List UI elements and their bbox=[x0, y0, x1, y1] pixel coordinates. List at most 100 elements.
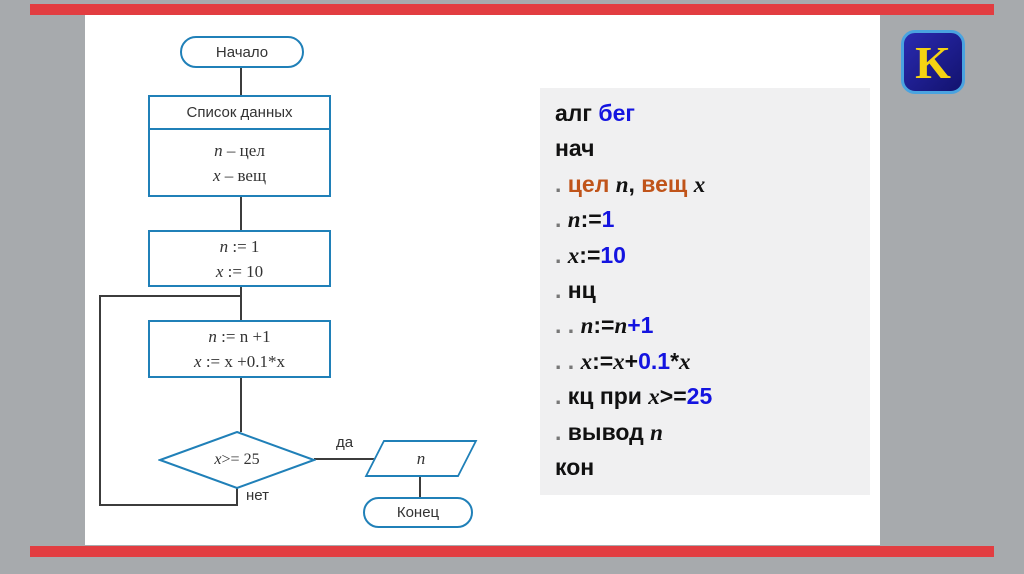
code-line: . n:=1 bbox=[555, 202, 870, 237]
assignment-line: n := 1 bbox=[220, 234, 260, 259]
variable-name: n bbox=[208, 327, 217, 346]
assignment-text: := x +0.1*x bbox=[201, 352, 285, 371]
code-segment: нач bbox=[555, 135, 595, 162]
code-segment: кон bbox=[555, 454, 595, 481]
condition-diamond: x>= 25 bbox=[158, 431, 316, 489]
connector-line bbox=[240, 378, 242, 432]
branch-label-no: нет bbox=[246, 487, 269, 504]
code-segment: := bbox=[579, 241, 601, 268]
code-line: алг бег bbox=[555, 96, 870, 131]
assignment-line: x := x +0.1*x bbox=[194, 349, 285, 374]
data-line: n – цел bbox=[214, 138, 265, 163]
loop-return-line-top bbox=[99, 295, 241, 297]
data-line: x – вещ bbox=[213, 163, 266, 188]
code-segment: n bbox=[614, 313, 628, 339]
code-segment: x bbox=[613, 348, 625, 374]
code-segment: нц bbox=[567, 277, 596, 304]
loop-body-process-box: n := n +1 x := x +0.1*x bbox=[148, 320, 331, 378]
code-segment: 1 bbox=[601, 206, 615, 233]
code-segment: x bbox=[679, 348, 691, 374]
code-segment: . bbox=[555, 170, 568, 197]
code-segment: x bbox=[648, 384, 660, 410]
code-segment: бег bbox=[598, 100, 635, 126]
code-segment: 25 bbox=[686, 383, 713, 410]
variable-name: x bbox=[214, 451, 222, 468]
start-terminator: Начало bbox=[180, 36, 304, 68]
top-accent-bar bbox=[30, 4, 994, 15]
variable-name: n bbox=[214, 140, 223, 160]
code-line: . . n:=n+1 bbox=[555, 308, 870, 343]
data-box-title: Список данных bbox=[150, 97, 329, 130]
code-segment: вещ bbox=[641, 170, 694, 197]
code-segment: := bbox=[580, 206, 602, 233]
assignment-text: := 1 bbox=[228, 236, 260, 256]
data-line-text: – цел bbox=[222, 140, 265, 160]
code-segment: := bbox=[593, 312, 615, 339]
code-segment: >= bbox=[659, 383, 687, 410]
assignment-line: n := n +1 bbox=[208, 324, 270, 349]
code-segment: . bbox=[555, 418, 568, 445]
variable-name: x bbox=[215, 261, 224, 281]
code-segment: . bbox=[555, 383, 568, 410]
code-segment: x bbox=[580, 348, 593, 374]
branch-label-yes: да bbox=[336, 434, 354, 451]
code-segment: + bbox=[624, 347, 639, 374]
code-segment: , bbox=[628, 170, 642, 197]
condition-text: >= 25 bbox=[221, 451, 260, 468]
code-segment: 0.1 bbox=[638, 347, 671, 374]
code-segment: x bbox=[693, 171, 706, 197]
loop-return-line-bottom bbox=[99, 504, 238, 506]
end-label: Конец bbox=[396, 504, 440, 521]
code-segment: алг bbox=[555, 100, 599, 126]
code-segment: n bbox=[580, 313, 594, 339]
variable-name: x bbox=[212, 165, 221, 185]
data-box-body: n – цел x – вещ bbox=[150, 130, 329, 195]
code-segment: n bbox=[615, 171, 629, 197]
code-segment: вывод bbox=[567, 418, 651, 445]
code-line: . цел n, вещ x bbox=[555, 167, 870, 202]
code-segment: . bbox=[555, 206, 568, 233]
bottom-accent-bar bbox=[30, 546, 994, 557]
code-segment: n bbox=[650, 419, 663, 445]
code-segment: := bbox=[592, 347, 614, 374]
assignment-text: := 10 bbox=[223, 261, 264, 281]
code-line: . вывод n bbox=[555, 415, 870, 450]
data-line-text: – вещ bbox=[220, 165, 267, 185]
connector-line bbox=[419, 477, 421, 498]
code-line: . . x:=x+0.1*x bbox=[555, 344, 870, 379]
code-segment: x bbox=[567, 242, 580, 268]
code-segment: +1 bbox=[627, 312, 654, 339]
code-segment: кц при bbox=[567, 383, 649, 410]
yes-branch-line bbox=[314, 458, 378, 460]
data-declaration-box: Список данных n – цел x – вещ bbox=[148, 95, 331, 197]
logo-letter: K bbox=[915, 36, 951, 88]
kumir-logo: K bbox=[901, 30, 965, 94]
connector-line bbox=[236, 486, 238, 506]
code-line: . кц при x>=25 bbox=[555, 379, 870, 414]
code-segment: цел bbox=[567, 170, 616, 197]
code-line: . нц bbox=[555, 273, 870, 308]
loop-return-line-left bbox=[99, 295, 101, 506]
assignment-line: x := 10 bbox=[216, 259, 263, 284]
variable-name: n bbox=[219, 236, 229, 256]
code-line: . x:=10 bbox=[555, 238, 870, 273]
code-line: кон bbox=[555, 450, 870, 485]
connector-line bbox=[240, 197, 242, 231]
variable-name: x bbox=[194, 352, 202, 371]
code-segment: . bbox=[555, 241, 568, 268]
code-segment: 10 bbox=[600, 241, 626, 268]
code-segment: . . bbox=[555, 312, 581, 339]
diamond-shape-icon bbox=[158, 431, 316, 489]
output-variable: n bbox=[416, 448, 426, 468]
connector-line bbox=[240, 66, 242, 96]
end-terminator: Конец bbox=[363, 497, 473, 528]
init-process-box: n := 1 x := 10 bbox=[148, 230, 331, 287]
code-segment: . . bbox=[555, 347, 581, 374]
condition-label: x>= 25 bbox=[158, 431, 316, 489]
code-segment: * bbox=[670, 347, 680, 374]
code-segment: . bbox=[555, 277, 568, 304]
connector-line bbox=[240, 287, 242, 321]
code-line: нач bbox=[555, 131, 870, 166]
